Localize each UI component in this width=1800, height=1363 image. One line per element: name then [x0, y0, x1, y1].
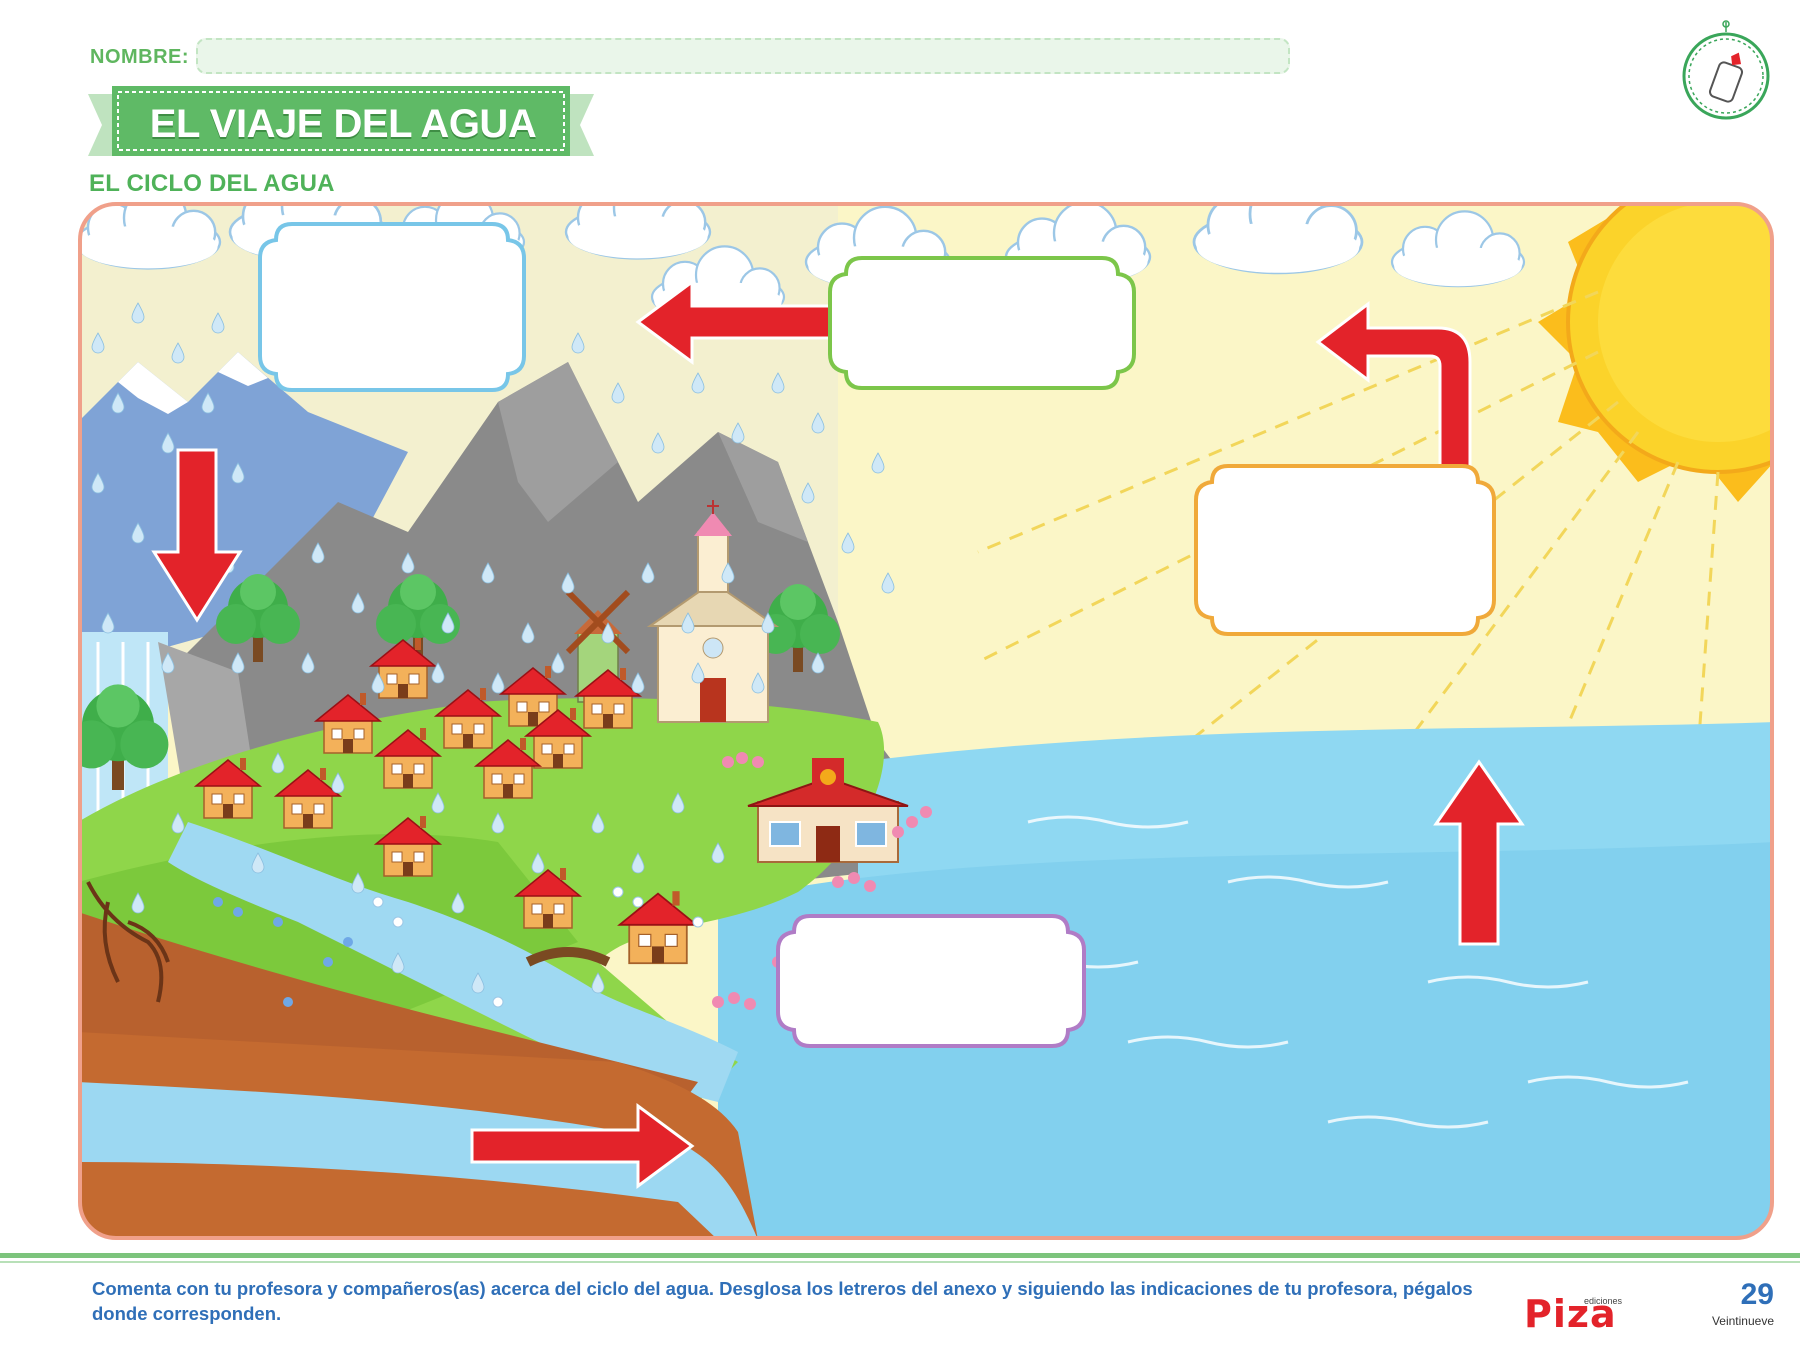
name-label: NOMBRE: [90, 46, 190, 68]
brand-logo: Piza [1524, 1292, 1617, 1336]
arrow-curved-icon [1315, 300, 1472, 490]
precipitation-label-slot [258, 222, 526, 392]
water-cycle-illustration [78, 202, 1774, 1240]
page-title: EL VIAJE DEL AGUA [149, 102, 537, 146]
footer-divider [0, 1253, 1800, 1258]
page-subtitle: EL CICLO DEL AGUA [89, 170, 335, 197]
condensation-label-slot [828, 256, 1136, 390]
collection-label-slot [776, 914, 1086, 1048]
arrow-right-icon [470, 1103, 695, 1189]
arrow-up-icon [1433, 759, 1525, 946]
page-number: 29 [1740, 1278, 1774, 1311]
page-number-word: Veintinueve [1711, 1314, 1774, 1328]
evaporation-label-slot [1194, 464, 1496, 636]
name-field[interactable] [196, 38, 1290, 74]
instructions-text: Comenta con tu profesora y compañeros(as… [92, 1278, 1473, 1324]
glue-bottle-badge-icon [1682, 20, 1770, 120]
title-banner [88, 86, 594, 156]
footer-divider-thin [0, 1261, 1800, 1263]
arrow-down-icon [151, 448, 243, 623]
brand-tagline: ediciones [1584, 1296, 1623, 1306]
